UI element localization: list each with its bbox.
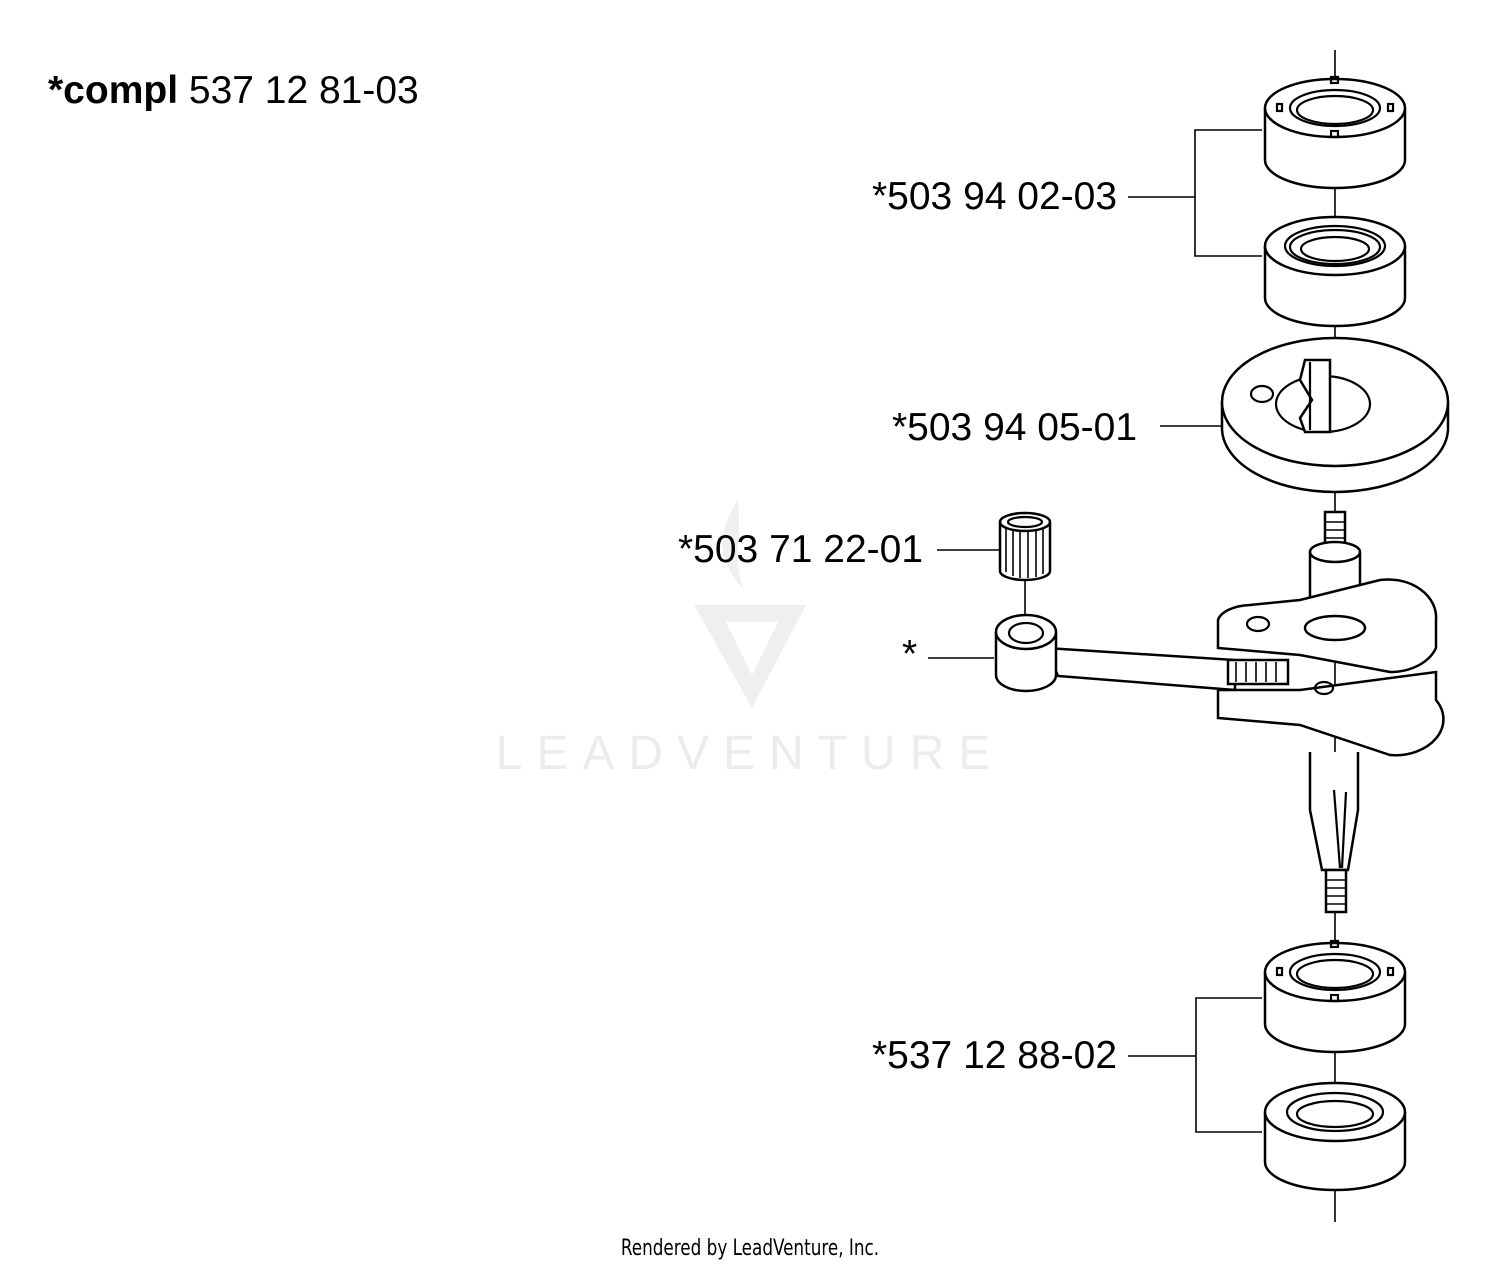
flywheel-ring xyxy=(1220,336,1450,494)
leader-lines xyxy=(928,129,1262,1133)
callout-needle-bearing: *503 71 22-01 xyxy=(678,528,924,571)
callout-lower-bearing: *537 12 88-02 xyxy=(872,1034,1118,1077)
callout-upper-bearing: *503 94 02-03 xyxy=(872,175,1118,218)
lower-bearing-bottom xyxy=(1263,1081,1407,1192)
lower-bearing-top xyxy=(1263,939,1407,1054)
crankshaft-webs xyxy=(1216,578,1445,757)
upper-bearing-bottom xyxy=(1263,215,1407,328)
callout-flywheel-ring: *503 94 05-01 xyxy=(892,406,1138,449)
crankshaft-lower-shaft xyxy=(1308,752,1360,914)
connecting-rod xyxy=(994,613,1237,693)
callout-connecting-rod: * xyxy=(902,633,918,676)
assembly-title-number: 537 12 81-03 xyxy=(188,69,419,112)
watermark-text: LEADVENTURE xyxy=(495,727,1005,780)
assembly-title-prefix: *compl xyxy=(48,69,179,112)
assembly-title: *compl 537 12 81-03 xyxy=(48,68,419,114)
upper-bearing-top xyxy=(1263,75,1407,190)
footer-credit: Rendered by LeadVenture, Inc. xyxy=(620,1236,880,1261)
needle-bearing xyxy=(998,511,1052,615)
